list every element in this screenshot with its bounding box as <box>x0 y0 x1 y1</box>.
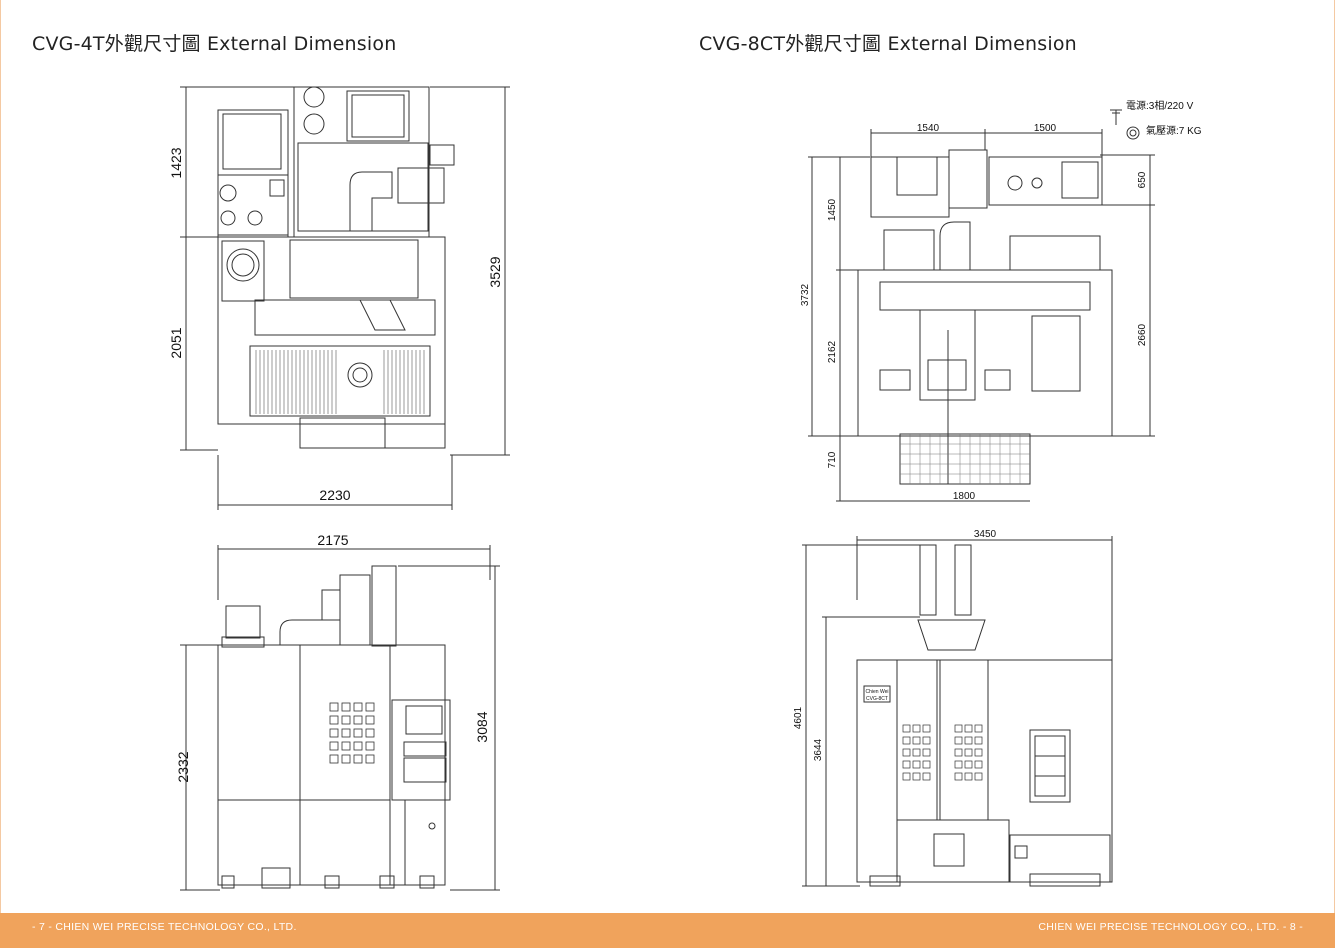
cvg8ct-nameplate-brand: Chien Wei <box>866 689 889 695</box>
cvg4t-top-dim-1423: 1423 <box>168 147 184 178</box>
cvg4t-front-dim-2175: 2175 <box>317 532 348 548</box>
cvg4t-front-view <box>180 545 500 891</box>
cvg8ct-top-dim-650: 650 <box>1137 171 1148 188</box>
cvg8ct-top-view <box>808 109 1155 502</box>
cvg8ct-top-dim-3732: 3732 <box>800 283 811 306</box>
cvg8ct-top-dim-710: 710 <box>827 451 838 468</box>
cvg4t-front-keypad <box>329 702 375 764</box>
cvg8ct-top-dim-1450: 1450 <box>827 198 838 221</box>
technical-drawings: 1423 2051 3529 2230 2175 2332 3084 1540 … <box>168 86 1202 891</box>
cvg8ct-title: CVG-8CT外觀尺寸圖 External Dimension <box>699 33 1077 55</box>
cvg8ct-power-label: 電源:3相/220 V <box>1126 99 1194 112</box>
cvg8ct-front-dim-3644: 3644 <box>813 738 824 761</box>
cvg4t-top-view <box>180 86 510 510</box>
cvg8ct-front-dim-4601: 4601 <box>793 706 804 729</box>
cvg4t-conveyor-lines <box>255 350 425 414</box>
cvg4t-top-dim-2051: 2051 <box>168 327 184 358</box>
cvg8ct-chip-grid <box>900 434 1030 484</box>
cvg8ct-nameplate-model: CVG-8CT <box>866 696 888 702</box>
cvg4t-front-dim-2332: 2332 <box>175 751 191 782</box>
cvg4t-top-dim-2230: 2230 <box>319 487 350 503</box>
cvg8ct-top-dim-1500: 1500 <box>1034 123 1057 134</box>
footer-right-text: CHIEN WEI PRECISE TECHNOLOGY CO., LTD. -… <box>1038 921 1303 933</box>
cvg8ct-top-dim-1540: 1540 <box>917 123 940 134</box>
cvg8ct-front-view <box>802 536 1113 887</box>
cvg8ct-front-dim-3450: 3450 <box>974 529 997 540</box>
page-footer: - 7 - CHIEN WEI PRECISE TECHNOLOGY CO., … <box>0 913 1335 948</box>
cvg8ct-top-dim-1800: 1800 <box>953 491 976 502</box>
cvg4t-front-dim-3084: 3084 <box>474 711 490 742</box>
cvg8ct-top-dim-2162: 2162 <box>827 340 838 363</box>
cvg4t-top-dim-3529: 3529 <box>487 256 503 287</box>
cvg4t-title: CVG-4T外觀尺寸圖 External Dimension <box>32 33 397 55</box>
cvg8ct-front-keypads <box>902 724 983 781</box>
cvg8ct-top-dim-2660: 2660 <box>1137 323 1148 346</box>
cvg8ct-air-label: 氣壓源:7 KG <box>1146 124 1202 137</box>
footer-left-text: - 7 - CHIEN WEI PRECISE TECHNOLOGY CO., … <box>32 921 297 933</box>
